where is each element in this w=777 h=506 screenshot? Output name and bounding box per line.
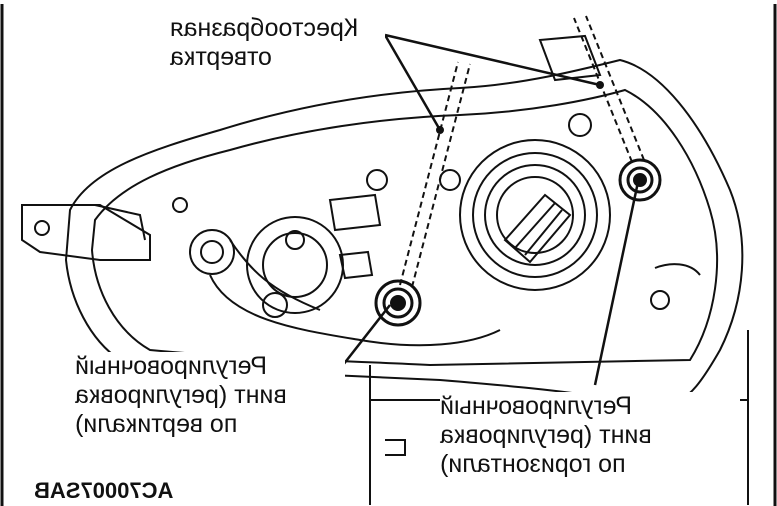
left-bracket-hole bbox=[34, 220, 50, 236]
mount-boss-6 bbox=[262, 292, 288, 318]
figure-code: AC70007SAB bbox=[34, 478, 173, 504]
leader-horizontal-screw bbox=[593, 181, 640, 386]
screwdriver-label-line-2: отвертка bbox=[170, 43, 272, 71]
screwdriver-shaft-right bbox=[573, 15, 645, 163]
leader-vertical-screw bbox=[342, 304, 391, 366]
leader-dot-left bbox=[436, 126, 444, 134]
mount-boss-2 bbox=[366, 169, 388, 191]
horizontal-adjust-screw-head bbox=[633, 173, 647, 187]
horizontal-screw-label-line-3: по горизонтали) bbox=[440, 450, 626, 478]
side-bulb-socket bbox=[189, 229, 235, 275]
horizontal-screw-label: Регулировочный винт (регулировка по гори… bbox=[440, 392, 740, 479]
leader-screwdriver-left bbox=[383, 34, 442, 131]
top-tab bbox=[538, 34, 602, 82]
horizontal-adjust-screw-outer bbox=[618, 158, 662, 202]
vertical-adjust-screw-outer bbox=[374, 279, 422, 327]
vertical-adjust-screw-head bbox=[390, 295, 406, 311]
high-beam-reflector-ring-2 bbox=[484, 164, 586, 266]
high-beam-reflector-ring-3 bbox=[496, 176, 574, 254]
horizontal-adjust-screw-mid bbox=[626, 166, 654, 194]
horizontal-screw-label-line-1: Регулировочный bbox=[440, 392, 633, 420]
connector-block-2 bbox=[338, 250, 374, 280]
headlamp-housing bbox=[64, 58, 744, 401]
mount-boss-1 bbox=[172, 197, 188, 213]
high-beam-bulb-connector bbox=[503, 193, 572, 264]
right-wiring bbox=[654, 263, 701, 276]
high-beam-reflector-ring-1 bbox=[472, 152, 598, 278]
connector-block bbox=[328, 193, 382, 232]
left-bracket bbox=[21, 204, 151, 261]
high-beam-bulb-connector-detail bbox=[514, 202, 563, 256]
left-bracket-tab bbox=[94, 204, 146, 241]
vertical-screw-label-line-1: Регулировочный bbox=[75, 352, 268, 380]
mount-boss-4 bbox=[568, 113, 592, 137]
leader-screwdriver-right bbox=[384, 33, 601, 87]
figure-code-text: AC70007SAB bbox=[34, 478, 174, 503]
mount-boss-5 bbox=[650, 290, 670, 310]
vertical-adjust-screw-mid bbox=[382, 287, 414, 319]
leader-dot-right bbox=[596, 81, 604, 89]
side-bulb-socket-inner bbox=[200, 240, 224, 264]
frame-border bbox=[0, 4, 777, 506]
screwdriver-label-line-1: Крестообразная bbox=[170, 14, 359, 42]
low-beam-bulb-center bbox=[285, 230, 305, 250]
low-beam-bulb-inner bbox=[262, 232, 328, 298]
vertical-screw-label-line-3: по вертикали) bbox=[75, 410, 238, 438]
vertical-screw-label-line-2: винт (регулировка bbox=[75, 381, 287, 409]
screwdriver-shaft-left bbox=[399, 61, 471, 288]
lower-notch bbox=[385, 439, 406, 456]
horizontal-screw-label-line-2: винт (регулировка bbox=[440, 421, 652, 449]
high-beam-reflector-outer bbox=[459, 139, 611, 291]
wiring-harness bbox=[209, 239, 501, 347]
mount-boss-3 bbox=[439, 169, 461, 191]
screwdriver-label: Крестообразная отвертка bbox=[170, 14, 385, 72]
vertical-screw-label: Регулировочный винт (регулировка по верт… bbox=[75, 352, 345, 439]
